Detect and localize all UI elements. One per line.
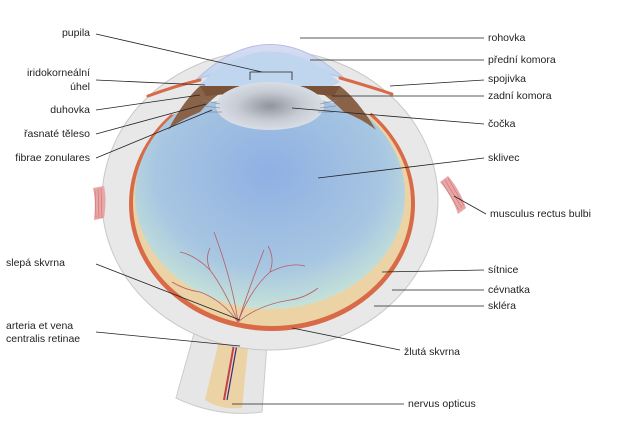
label-nervus-opticus: nervus opticus xyxy=(408,398,476,411)
label-cocka: čočka xyxy=(488,118,515,131)
label-rohovka: rohovka xyxy=(488,32,525,45)
label-rasnate-teleso: řasnaté těleso xyxy=(0,128,90,141)
label-predni-komora: přední komora xyxy=(488,54,556,67)
label-arteria-vena-2: centralis retinae xyxy=(6,333,80,346)
label-zluta-skvrna: žlutá skvrna xyxy=(404,346,460,359)
label-iridokornealni: iridokorneální xyxy=(10,67,90,80)
label-sklera: skléra xyxy=(488,300,516,313)
label-arteria-vena-1: arteria et vena xyxy=(6,320,73,333)
label-slepa-skvrna: slepá skvrna xyxy=(6,257,65,270)
label-uhel: úhel xyxy=(10,81,90,94)
label-pupila: pupila xyxy=(20,27,90,40)
label-spojivka: spojivka xyxy=(488,73,526,86)
label-cevnatka: cévnatka xyxy=(488,284,530,297)
rectus-muscle-right xyxy=(440,176,466,214)
label-sitnice: sítnice xyxy=(488,264,518,277)
label-zadni-komora: zadní komora xyxy=(488,90,552,103)
label-musculus-rectus-bulbi: musculus rectus bulbi xyxy=(490,208,591,221)
lens xyxy=(216,82,324,130)
label-fibrae-zonulares: fibrae zonulares xyxy=(0,152,90,165)
label-sklivec: sklivec xyxy=(488,152,520,165)
label-duhovka: duhovka xyxy=(10,104,90,117)
